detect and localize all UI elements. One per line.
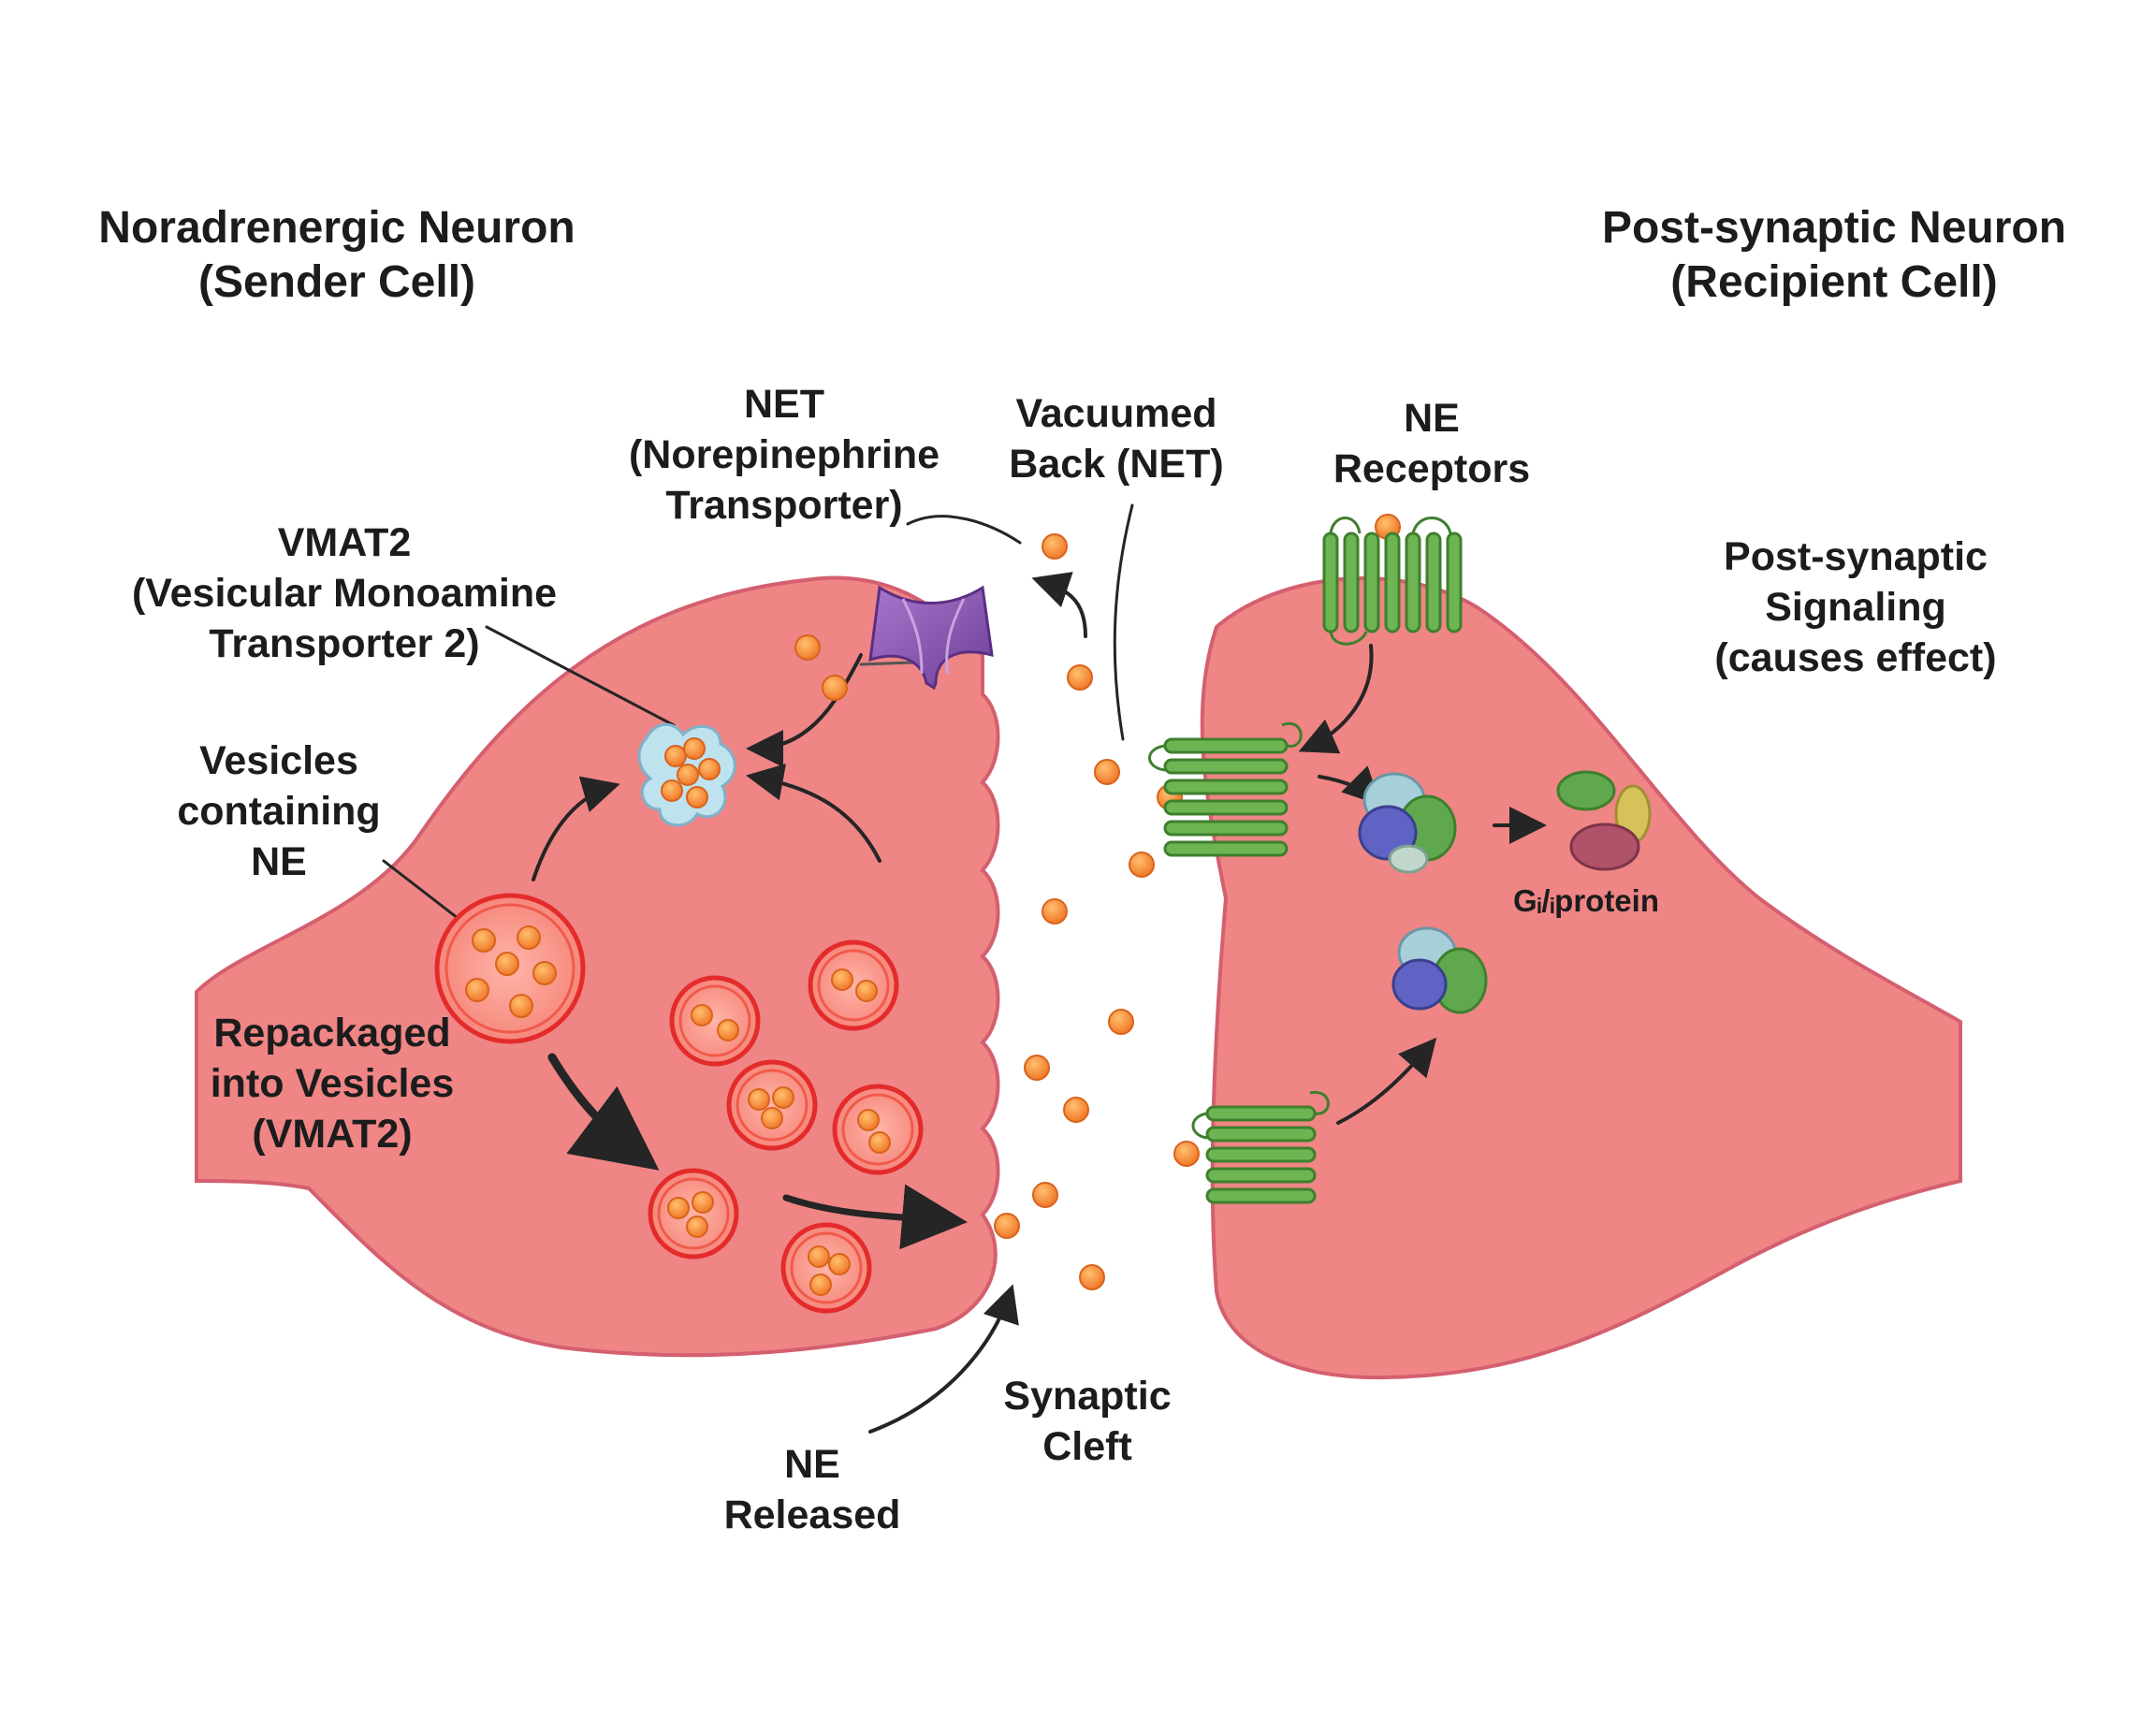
- net-transporter-icon: [868, 585, 994, 691]
- repackaging-arrow: [547, 1053, 660, 1171]
- g-protein-icon-3: [1391, 926, 1488, 1014]
- net-label: NET (Norepinephrine Transporter): [628, 382, 940, 528]
- vesicle: [808, 939, 899, 1031]
- g-protein-icon-2: [1556, 770, 1652, 871]
- g-protein-icon-1: [1358, 772, 1457, 874]
- release-arrow: [782, 1184, 968, 1250]
- ne-receptors-label: NE Receptors: [1333, 396, 1531, 491]
- vesicle: [648, 1168, 739, 1259]
- ne-released-label: NE Released: [723, 1442, 901, 1537]
- receptor-icon-bottom: [1191, 1091, 1330, 1204]
- repackaged-label: Repackaged into Vesicles (VMAT2): [210, 1011, 455, 1157]
- net-inner-arrow: [859, 661, 914, 666]
- signaling-arrow: [1336, 1037, 1437, 1125]
- vesicle: [669, 975, 761, 1067]
- presynaptic-neuron: [195, 575, 1000, 1358]
- vesicle-to-vmat2-arrow: [532, 776, 620, 881]
- synaptic-cleft-label: Synaptic Cleft: [1003, 1374, 1172, 1469]
- receptors: [1148, 517, 1463, 1204]
- curve-to-vmat2-arrow: [746, 764, 881, 863]
- vacuumed-label-pointer: [1113, 503, 1134, 741]
- reuptake-arrow: [1031, 572, 1087, 638]
- vacuumed-back-label: Vacuumed Back (NET): [1009, 391, 1224, 487]
- net-label-pointer: [906, 515, 1022, 545]
- receptor-icon-middle: [1148, 721, 1303, 857]
- vesicles: [434, 893, 924, 1314]
- recipient-neuron-title: Post-synaptic Neuron (Recipient Cell): [1601, 203, 2067, 307]
- vmat2-label: VMAT2 (Vesicular Monoamine Transporter 2…: [131, 520, 558, 666]
- ne-released-pointer: [868, 1284, 1019, 1434]
- receptor-icon-top: [1322, 517, 1463, 646]
- post-synaptic-signaling-label: Post-synaptic Signaling (causes effect): [1714, 534, 1997, 680]
- ne-molecules: [661, 514, 1401, 1290]
- vesicle: [832, 1084, 924, 1175]
- vesicle: [726, 1059, 818, 1151]
- vesicles-containing-ne-label: Vesicles containing NE: [177, 738, 381, 884]
- large-vesicle: [434, 893, 586, 1044]
- g-protein-label: Gᵢ/ᵢprotein: [1513, 883, 1659, 918]
- vesicle: [780, 1222, 872, 1314]
- vmat2-label-pointer: [485, 625, 676, 727]
- sender-neuron-title: Noradrenergic Neuron (Sender Cell): [98, 203, 575, 307]
- postsynaptic-neuron: [1200, 576, 1962, 1380]
- transporter-to-vmat2-arrow: [746, 653, 863, 767]
- receptor-to-receptor-arrow: [1298, 644, 1374, 754]
